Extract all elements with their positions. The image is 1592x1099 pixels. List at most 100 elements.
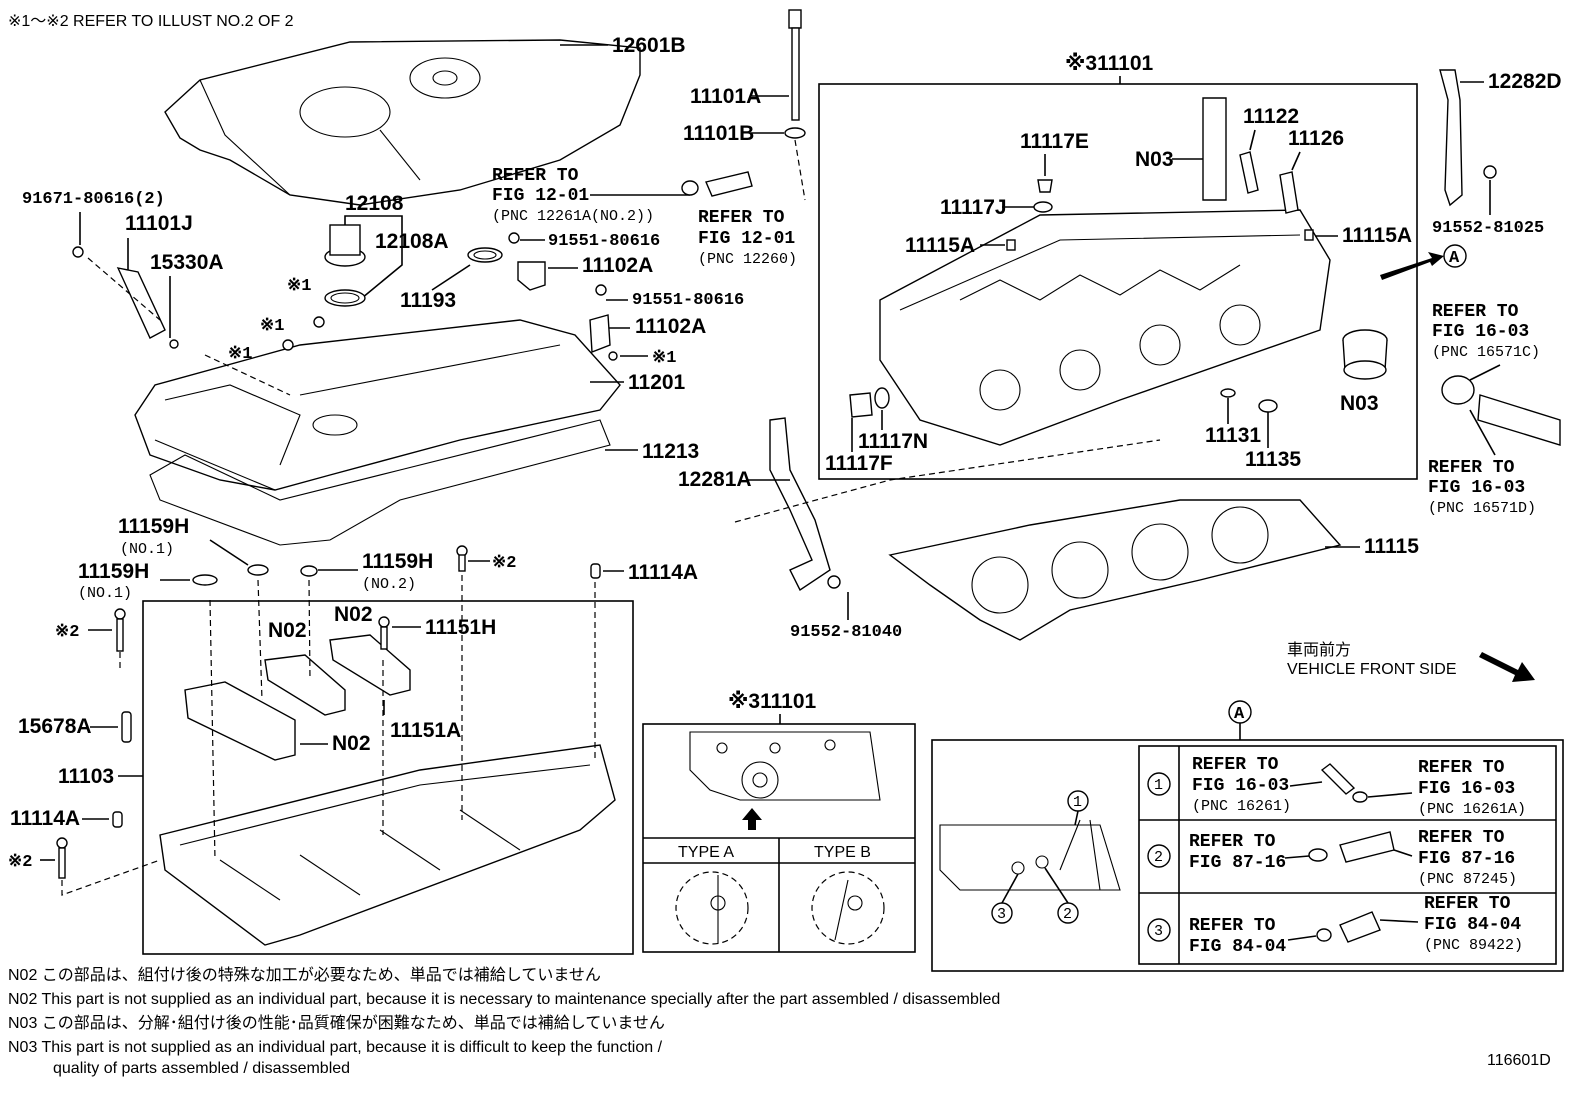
refer-fig-12-01-a-line2: FIG 12-01 [492, 186, 589, 206]
inset-pointer-arrow [742, 808, 762, 830]
type-b-drawing [811, 871, 885, 945]
inset-a-row1-right-1: REFER TO [1418, 758, 1505, 778]
cylinder-head-cover-drawing [134, 319, 621, 491]
label-note2-a: ※2 [492, 554, 516, 573]
label-12108: 12108 [345, 192, 404, 215]
label-note1-d: ※1 [228, 345, 252, 364]
label-11159H-c: 11159H [362, 550, 433, 573]
inset-a-row2-right-1: REFER TO [1418, 828, 1505, 848]
label-11101A: 11101A [690, 85, 761, 108]
inset-a-row3-left-1: REFER TO [1189, 916, 1276, 936]
label-11159H-b: 11159H [78, 560, 149, 583]
label-11126: 11126 [1288, 127, 1344, 150]
label-N02-a: N02 [268, 619, 307, 642]
vehicle-front-arrow [1479, 652, 1535, 682]
inset-a-row1-left-1: REFER TO [1192, 755, 1279, 775]
inset-a-row2-num: 2 [1154, 849, 1163, 866]
bearing-caps-drawing [184, 634, 411, 761]
oil-pan-box [142, 600, 634, 955]
label-N03-b: N03 [1340, 392, 1379, 415]
label-12601B: 12601B [612, 34, 686, 57]
type-b-label: TYPE B [814, 844, 871, 861]
inset-a-callout-3: 3 [997, 906, 1006, 923]
label-91552-81040: 91552-81040 [790, 623, 902, 642]
inset-a-row1-right-3: (PNC 16261A) [1418, 801, 1526, 818]
label-12282D: 12282D [1488, 70, 1562, 93]
engine-cover-drawing [164, 39, 641, 206]
footnote-n03-en-2: quality of parts assembled / disassemble… [53, 1060, 350, 1077]
label-91671-80616: 91671-80616(2) [22, 190, 165, 209]
label-note1-b: ※1 [260, 317, 284, 336]
inset-a-marker: A [1234, 705, 1245, 724]
inset-a-table [1138, 745, 1557, 965]
type-a-label: TYPE A [678, 844, 734, 861]
refer-fig-16-03-d-line3: (PNC 16571D) [1428, 500, 1536, 517]
label-11114A-b: 11114A [10, 807, 80, 830]
label-12281A: 12281A [678, 468, 752, 491]
header-note: ※1～※2 REFER TO ILLUST NO.2 OF 2 [8, 13, 294, 30]
label-11101J: 11101J [125, 212, 193, 235]
inset-a-callout-2: 2 [1063, 906, 1072, 923]
label-11115A-b: 11115A [1342, 224, 1412, 247]
inset-a-row2-left-2: FIG 87-16 [1189, 853, 1286, 873]
label-11103: 11103 [58, 765, 114, 788]
inset-a-row3-num: 3 [1154, 923, 1163, 940]
inset-a-row1-num: 1 [1154, 777, 1163, 794]
vehicle-front-jp: 車両前方 [1287, 641, 1351, 659]
label-11213: 11213 [642, 440, 699, 463]
inset-a-callout-1: 1 [1073, 794, 1082, 811]
label-91552-81025: 91552-81025 [1432, 219, 1544, 238]
head-bolt-drawing [784, 9, 806, 201]
label-11159H-b-sub: (NO.1) [78, 585, 132, 602]
label-N03-a: N03 [1135, 148, 1174, 171]
label-note1-c: ※1 [652, 349, 676, 368]
type-a-drawing [675, 871, 749, 945]
refer-fig-12-01-b-line3: (PNC 12260) [698, 251, 797, 268]
label-N02-c: N02 [332, 732, 371, 755]
label-12108A: 12108A [375, 230, 449, 253]
inset-a-row2-left-1: REFER TO [1189, 832, 1276, 852]
label-91551-80616-a: 91551-80616 [548, 232, 660, 251]
label-11151H: 11151H [425, 616, 496, 639]
coolant-hose-drawing [1441, 364, 1561, 456]
label-11159H-c-sub: (NO.2) [362, 576, 416, 593]
oil-pan-drawing [159, 744, 616, 946]
label-N02-b: N02 [334, 603, 373, 626]
inset-a-row3-right-1: REFER TO [1424, 894, 1511, 914]
label-11193: 11193 [400, 289, 456, 312]
n03-sleeve-drawing [1342, 329, 1388, 380]
label-11101B: 11101B [683, 122, 754, 145]
refer-fig-16-03-c-line1: REFER TO [1432, 302, 1519, 322]
marker-a-arrow [1380, 252, 1444, 280]
refer-fig-16-03-c-line2: FIG 16-03 [1432, 322, 1529, 342]
label-11117J: 11117J [940, 196, 1007, 219]
label-11114A-a: 11114A [628, 561, 698, 584]
label-11117F: 11117F [825, 452, 893, 475]
label-15330A: 15330A [150, 251, 224, 274]
label-91551-80616-b: 91551-80616 [632, 291, 744, 310]
label-note1-a: ※1 [287, 277, 311, 296]
refer-fig-16-03-d-line1: REFER TO [1428, 458, 1515, 478]
head-gasket-drawing [888, 499, 1342, 641]
oil-filler-cap-drawing [324, 224, 366, 307]
refer-fig-12-01-a-line3: (PNC 12261A(NO.2)) [492, 208, 654, 225]
inset-a-head-drawing [939, 790, 1121, 924]
seal-11193-drawing [467, 247, 503, 263]
inset-a-row1-right-2: FIG 16-03 [1418, 779, 1515, 799]
refer-fig-12-01-b-line1: REFER TO [698, 208, 785, 228]
inset-a-row1-left-2: FIG 16-03 [1192, 776, 1289, 796]
label-11159H-a-sub: (NO.1) [120, 541, 174, 558]
footnote-n03-jp: N03 この部品は、分解･組付け後の性能･品質確保が困難なため、単品では補給して… [8, 1014, 665, 1032]
label-11122: 11122 [1243, 105, 1299, 128]
label-note2-c: ※2 [8, 853, 32, 872]
marker-a-label: A [1449, 249, 1460, 268]
label-11201: 11201 [628, 371, 686, 394]
inset-a-box [931, 739, 1564, 972]
label-11117E: 11117E [1020, 130, 1089, 153]
label-11101: ※311101 [1065, 52, 1153, 75]
footnote-n02-jp: N02 この部品は、組付け後の特殊な加工が必要なため、単品では補給していません [8, 966, 601, 984]
label-11115A-a: 11115A [905, 234, 975, 257]
inset-a-row3-right-2: FIG 84-04 [1424, 915, 1521, 935]
inset-type-title: ※311101 [728, 690, 816, 713]
